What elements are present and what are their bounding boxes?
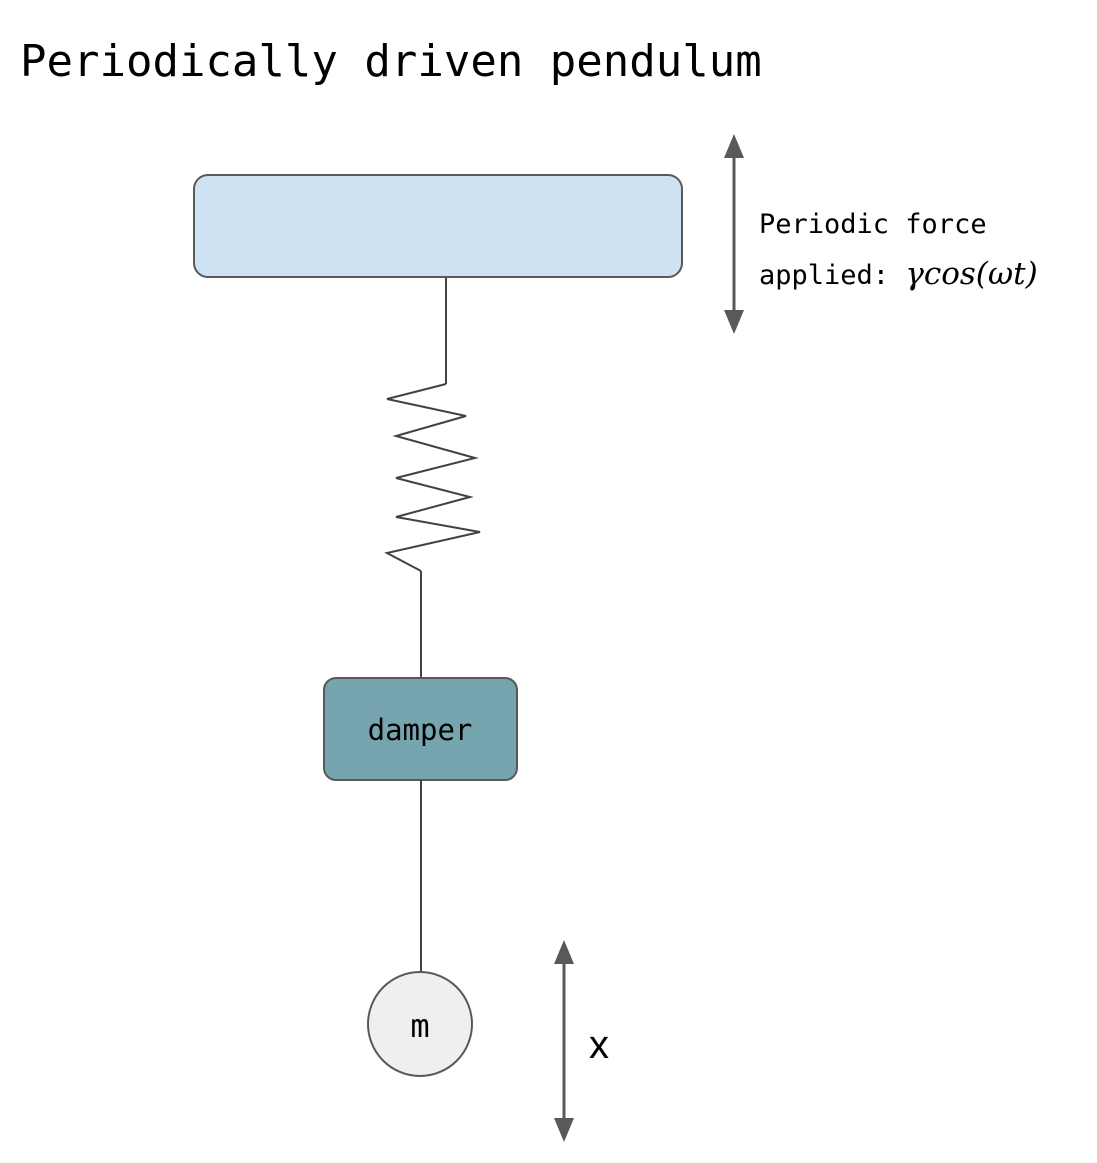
force-arrow-head-up: [724, 134, 744, 158]
mass-circle: [367, 971, 473, 1077]
force-label-line-1: Periodic force: [759, 209, 987, 240]
force-double-arrow: [724, 134, 744, 334]
force-formula: γcos(ωt): [905, 256, 1037, 292]
spring: [384, 383, 481, 572]
damper-label: damper: [368, 713, 473, 747]
force-arrow-head-down: [724, 310, 744, 334]
displacement-arrow-head-down: [554, 1118, 574, 1142]
damper: damper: [323, 677, 518, 781]
displacement-arrow-head-up: [554, 940, 574, 964]
mass: m: [367, 971, 473, 1077]
driving-support-block: [193, 174, 683, 278]
force-label-prefix: applied:: [759, 260, 905, 291]
diagram-title: Periodically driven pendulum: [20, 36, 762, 87]
displacement-label: x: [589, 1023, 609, 1067]
displacement-double-arrow: [554, 940, 574, 1142]
mass-label: m: [410, 1007, 429, 1045]
force-label-line-2: applied: γcos(ωt): [759, 256, 1038, 292]
